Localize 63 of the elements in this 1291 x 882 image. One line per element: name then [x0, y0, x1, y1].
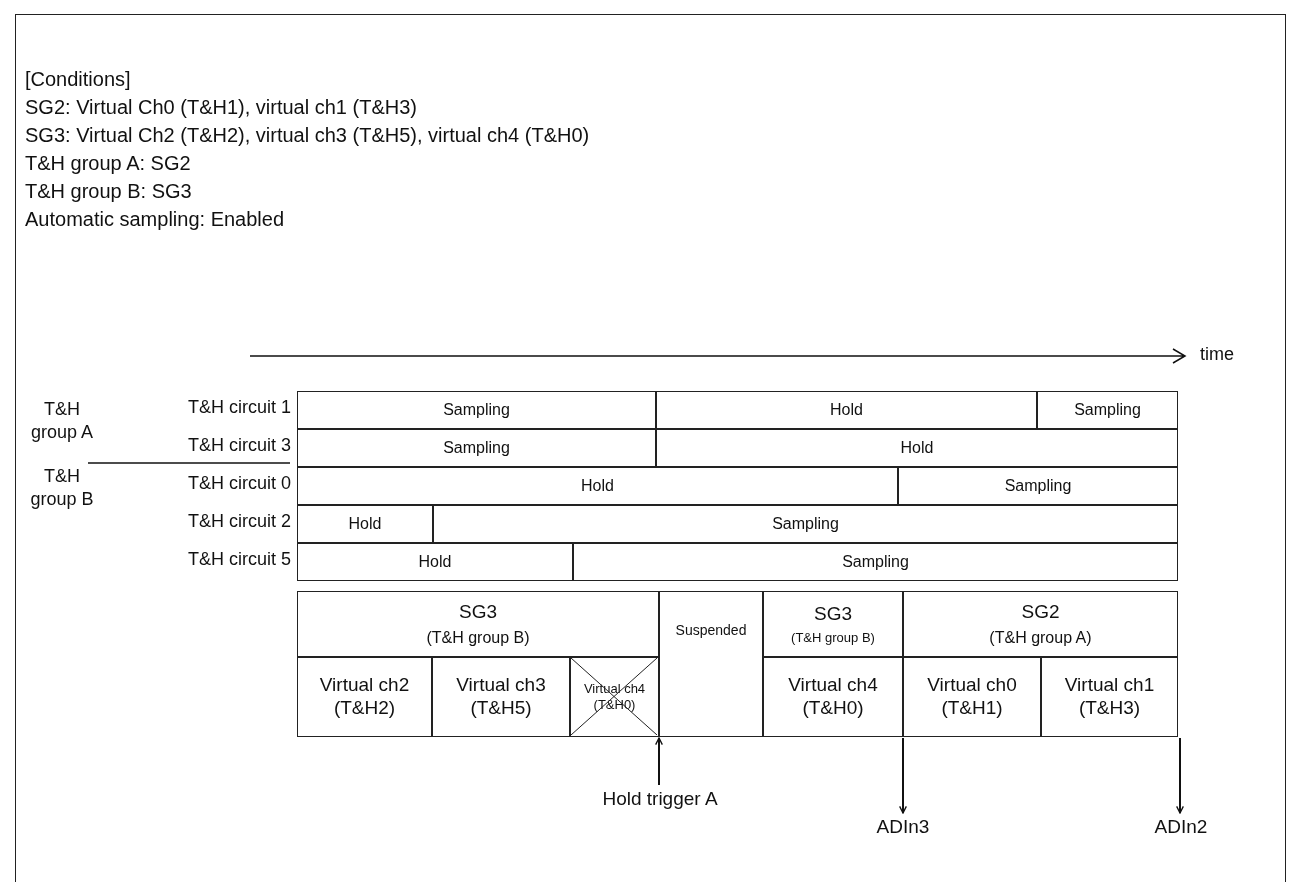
- condition-text: SG3: Virtual Ch2 (T&H2), virtual ch3 (T&H5), virtual ch4 (T&H0): [25, 123, 591, 148]
- segment-text: (T&H group B): [791, 629, 875, 646]
- segment-text: Hold: [830, 400, 863, 420]
- timing-segment: [297, 591, 659, 657]
- timing-segment: [1041, 657, 1178, 737]
- segment-text: Virtual ch0 (T&H1): [926, 674, 1018, 720]
- conditions-heading: [Conditions]: [25, 67, 132, 92]
- timing-segment: [297, 467, 898, 505]
- row-label: T&H circuit 1: [186, 396, 291, 419]
- segment-text: Sampling: [1074, 400, 1141, 420]
- timing-segment: [297, 505, 433, 543]
- timing-segment: [656, 391, 1037, 429]
- timing-segment: [297, 429, 656, 467]
- segment-heading: SG2: [1021, 601, 1060, 624]
- segment-text: Sampling: [443, 400, 510, 420]
- row-label: T&H circuit 3: [186, 434, 291, 457]
- timing-segment: [432, 657, 570, 737]
- segment-text: Hold: [348, 514, 382, 534]
- condition-text: T&H group A: SG2: [25, 151, 192, 176]
- segment-text: Hold: [581, 476, 614, 496]
- timing-segment: [763, 657, 903, 737]
- segment-text: Virtual ch4 (T&H0): [787, 674, 879, 720]
- timing-segment: [659, 591, 763, 737]
- signal-label: Hold trigger A: [540, 787, 780, 817]
- condition-text: T&H group B: SG3: [25, 179, 193, 204]
- group-label: T&H group B: [29, 465, 95, 512]
- segment-text: Hold: [418, 552, 452, 572]
- segment-text: Sampling: [772, 514, 839, 534]
- arrow: [655, 737, 663, 786]
- segment-heading: SG3: [814, 602, 852, 626]
- segment-heading: SG3: [459, 601, 497, 624]
- row-label: T&H circuit 2: [186, 510, 291, 533]
- segment-text: Sampling: [443, 438, 510, 458]
- group-label: T&H group A: [29, 398, 95, 445]
- signal-label: ADIn2: [1118, 815, 1244, 845]
- segment-text: Virtual ch1 (T&H3): [1063, 674, 1156, 720]
- timing-segment: [656, 429, 1178, 467]
- condition-text: Automatic sampling: Enabled: [25, 207, 286, 232]
- timing-segment: [898, 467, 1178, 505]
- segment-text: Virtual ch3 (T&H5): [455, 674, 547, 720]
- timing-segment: [297, 657, 432, 737]
- signal-label: ADIn3: [840, 815, 966, 845]
- timing-segment: [763, 591, 903, 657]
- segment-text: Sampling: [842, 552, 909, 572]
- condition-text: SG2: Virtual Ch0 (T&H1), virtual ch1 (T&H3): [25, 95, 418, 120]
- segment-text: Sampling: [1004, 476, 1072, 496]
- segment-text: Virtual ch2 (T&H2): [318, 674, 411, 720]
- segment-text: (T&H group A): [989, 627, 1092, 647]
- timing-segment: [903, 657, 1041, 737]
- arrow: [899, 737, 907, 814]
- segment-text: Hold: [900, 438, 934, 458]
- row-label: T&H circuit 0: [186, 472, 291, 495]
- timing-segment: [573, 543, 1178, 581]
- segment-text: (T&H group B): [426, 627, 530, 647]
- timing-segment: [297, 543, 573, 581]
- timing-segment: [433, 505, 1178, 543]
- timing-segment: [903, 591, 1178, 657]
- axis-label: time: [1200, 343, 1235, 366]
- timing-segment: [1037, 391, 1178, 429]
- segment-text: Suspended: [675, 622, 747, 639]
- timing-segment: [297, 391, 656, 429]
- arrow: [1176, 737, 1184, 814]
- row-label: T&H circuit 5: [186, 548, 291, 571]
